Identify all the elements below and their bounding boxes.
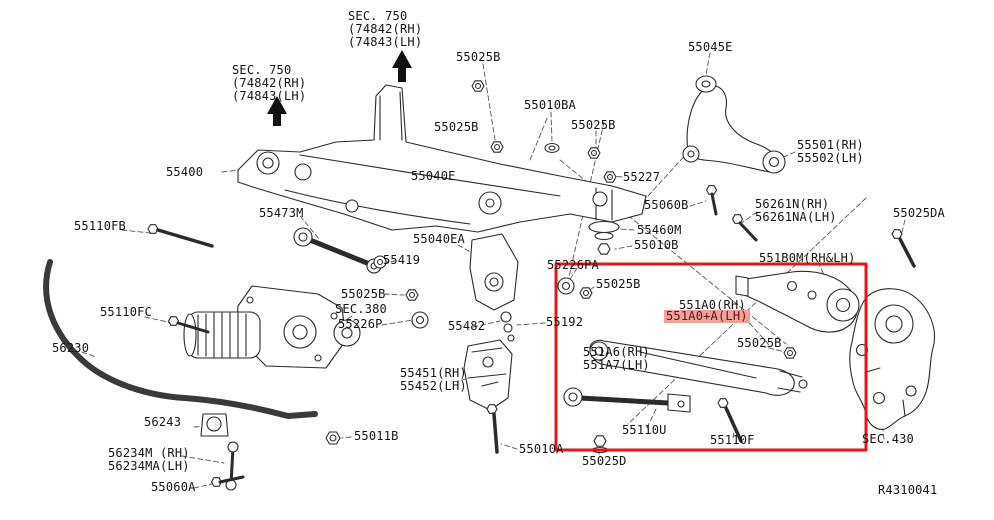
up-arrow-icon [267,96,287,126]
up-arrow-icon [392,50,412,82]
knuckle-drawing [850,289,935,430]
stabilizer-bar-drawing [46,262,315,490]
grommet-55419 [374,256,386,268]
highlight-box [556,264,866,450]
radius-link-drawing [294,228,384,273]
radius-rod-drawing [564,388,690,412]
front-lower-arm-drawing [590,340,807,395]
bolts-drawing [148,186,914,487]
subframe-drawing [238,85,646,310]
bracket-55451-drawing [464,340,512,410]
hardware-drawing [326,81,796,453]
upper-arm-drawing [683,76,785,173]
rear-lower-arm-drawing [736,271,859,332]
differential-drawing [184,286,360,368]
mount-55460m-drawing [589,222,619,255]
